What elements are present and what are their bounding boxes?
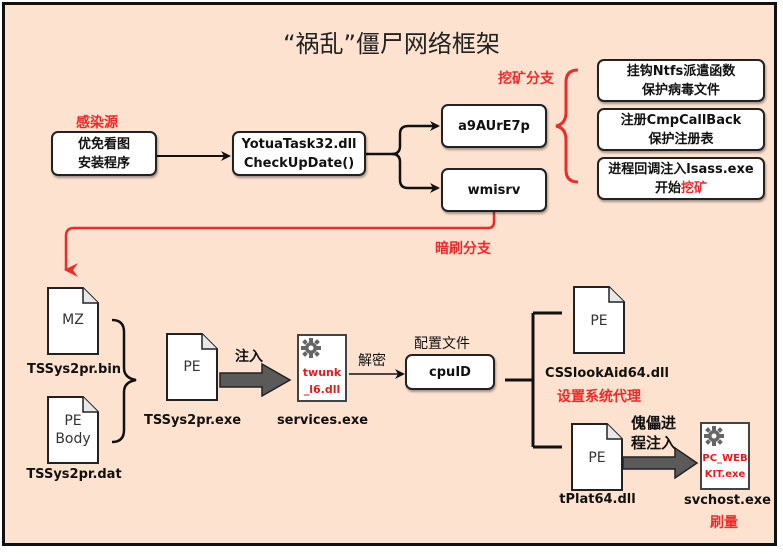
cpuid-node[interactable]: cpuID [405,354,495,390]
csslook-desc: 设置系统代理 [557,389,641,405]
svchost-inner-2: KIT.exe [704,469,746,480]
mining-brace [555,68,579,184]
tplat-file-icon: PE [571,423,623,491]
mining-node-label: a9AUrE7p [458,118,530,134]
installer-line1: 优免看图 [77,136,130,152]
decrypt-label: 解密 [358,353,386,369]
inject-arrow [219,362,292,398]
brush-branch-label: 暗刷分支 [435,241,491,257]
svchost-name: svchost.exe [683,493,771,508]
infection-source-label: 感染源 [76,115,118,131]
services-inner-1: twunk [302,366,342,379]
services-name: services.exe [276,413,369,428]
mining-step-3-line2: 开始挖矿 [655,179,707,198]
csslook-file-text: PE [590,313,608,329]
bin-file-text: MZ [62,312,84,328]
inject-label: 注入 [235,349,263,365]
loader-line2: CheckUpDate() [243,155,355,171]
config-label: 配置文件 [414,336,470,352]
svchost-desc: 刷量 [710,515,738,531]
edge-config-fork [505,311,562,449]
installer-node[interactable]: 优免看图 安装程序 [51,131,157,176]
mining-step-1-line2: 保护病毒文件 [641,82,720,98]
edge-brush-branch [64,212,496,277]
exe-file-icon: PE [166,333,218,401]
svchost-process-icon: PC_WEB KIT.exe [700,422,750,490]
dat-file-name: TSSys2pr.dat [26,467,122,482]
edge-loader-fork [366,121,440,156]
bin-file-name: TSSys2pr.bin [26,362,122,377]
csslook-file-name: CSSlookAid64.dll [545,366,669,381]
dat-file-text-2: Body [55,431,91,447]
edge-loader-fork-lower [391,152,440,193]
mining-step-3[interactable]: 进程回调注入lsass.exe 开始挖矿 [597,157,765,200]
puppet-label-2: 程注入 [631,434,677,452]
mining-step-1[interactable]: 挂钩Ntfs派遣函数 保护病毒文件 [597,59,765,102]
mining-step-1-line1: 挂钩Ntfs派遣函数 [626,63,736,79]
csslook-file-icon: PE [573,286,625,354]
installer-line2: 安装程序 [77,155,130,171]
mining-step-2[interactable]: 注册CmpCallBack 保护注册表 [597,108,765,151]
mining-step-3-line1: 进程回调注入lsass.exe [608,161,754,177]
dat-file-text-1: PE [64,413,82,429]
exe-file-name: TSSys2pr.exe [143,413,242,428]
diagram-title: “祸乱”僵尸网络框架 [283,30,500,58]
puppet-inject-arrow [622,446,699,480]
loader-line1: YotuaTask32.dll [241,136,357,152]
mining-node[interactable]: a9AUrE7p [441,104,547,148]
mining-branch-label: 挖矿分支 [498,71,554,87]
gear-icon [704,426,724,446]
files-brace [111,318,137,444]
cpuid-label: cpuID [429,364,471,380]
mining-step-3-highlight: 挖矿 [681,180,708,196]
tplat-file-text: PE [588,450,606,466]
bin-file-icon: MZ [47,287,99,355]
services-inner-2: _l6.dll [303,383,341,396]
mining-step-3-prefix: 开始 [654,180,681,196]
mining-step-2-line1: 注册CmpCallBack [620,112,742,128]
brush-node[interactable]: wmisrv [441,168,547,212]
gear-icon [301,338,321,358]
exe-file-text: PE [183,359,201,375]
brush-node-label: wmisrv [467,182,521,198]
services-process-icon: twunk _l6.dll [297,334,347,402]
puppet-label-1: 傀儡进 [631,414,677,432]
svchost-inner-1: PC_WEB [702,453,748,464]
tplat-file-name: tPlat64.dll [559,492,636,507]
loader-node[interactable]: YotuaTask32.dll CheckUpDate() [232,131,366,176]
dat-file-icon: PE Body [47,396,99,464]
mining-step-2-line2: 保护注册表 [648,131,714,147]
